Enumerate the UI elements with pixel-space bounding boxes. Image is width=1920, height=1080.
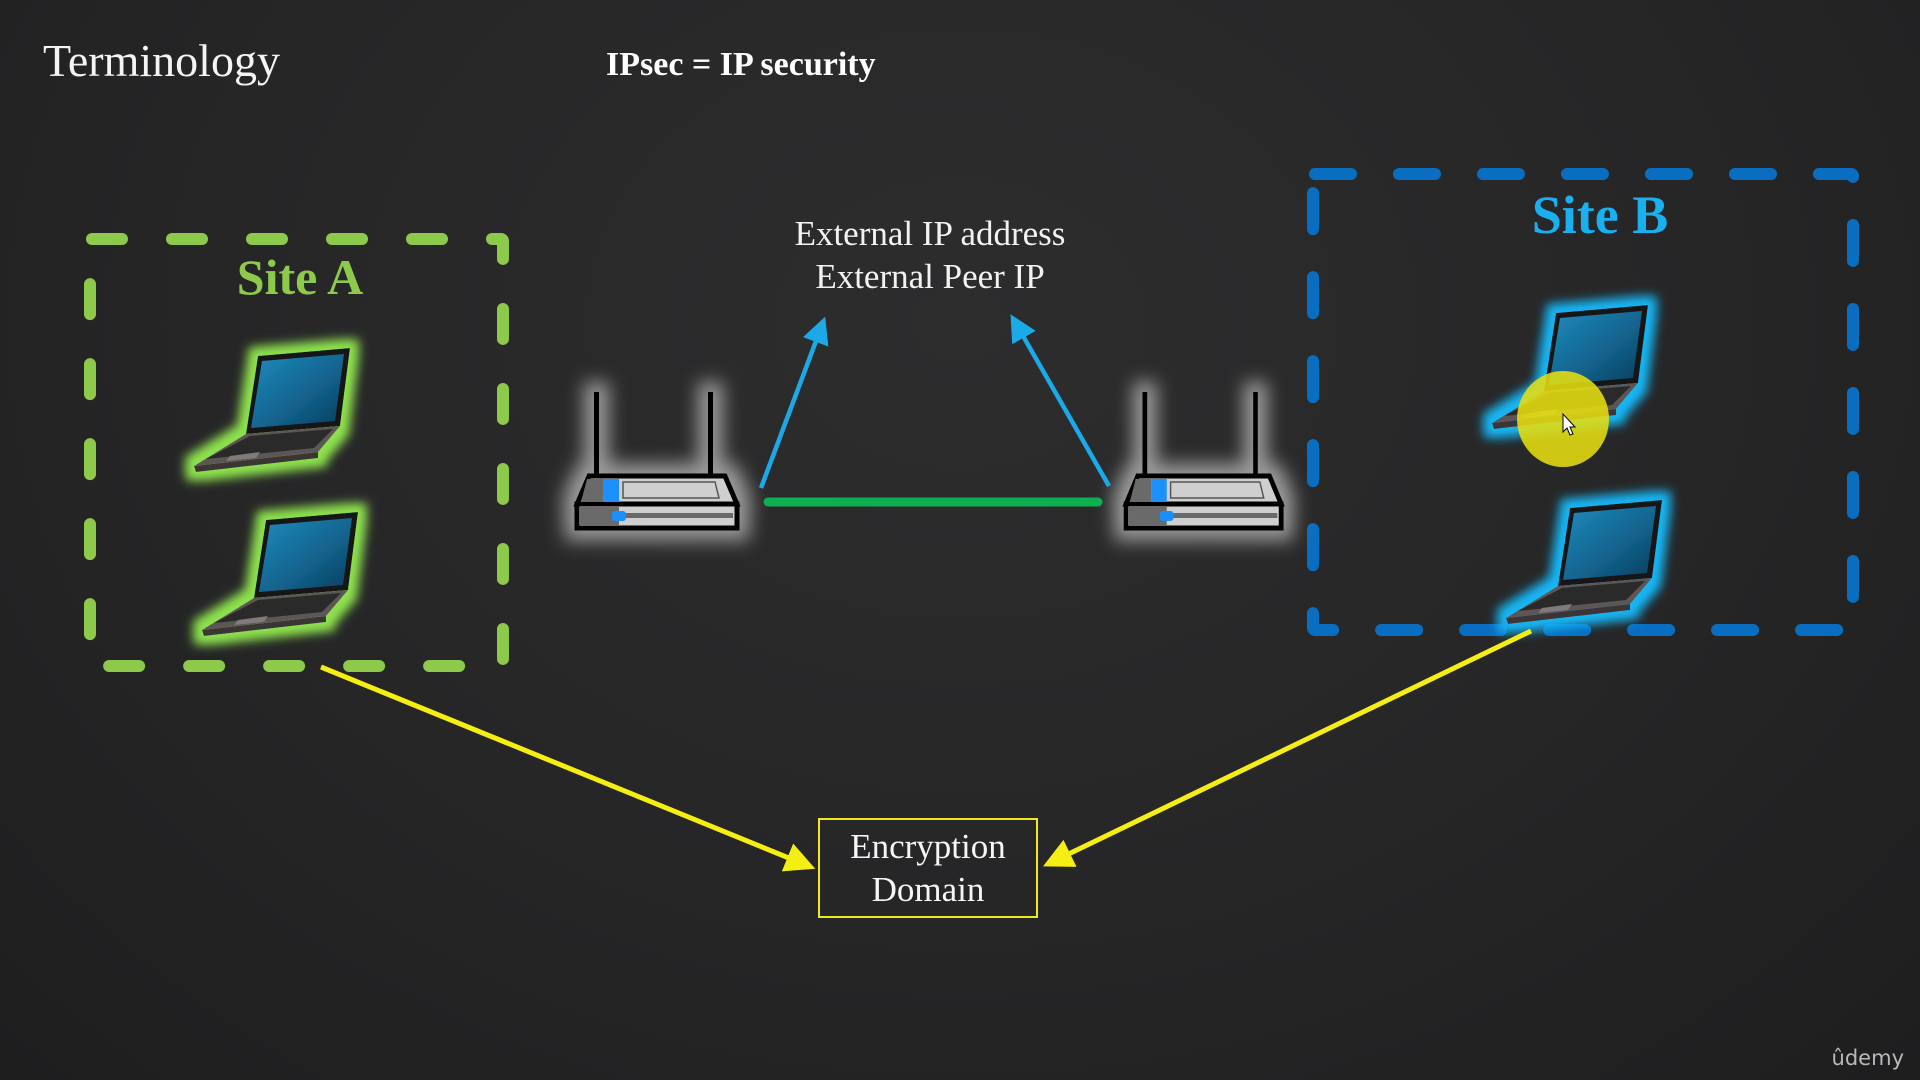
mouse-cursor-icon (1562, 412, 1577, 436)
external-ip-label: External IP address External Peer IP (720, 212, 1140, 298)
encryption-domain-arrow-right (1042, 628, 1533, 867)
laptop-icon[interactable] (202, 512, 358, 636)
router-icon-site-b[interactable] (1126, 392, 1281, 528)
slide-title: Terminology (43, 35, 280, 86)
site-b-label: Site B (1531, 185, 1669, 245)
site-a-label: Site A (236, 249, 364, 305)
encryption-domain-line1: Encryption (850, 827, 1006, 866)
external-ip-label-line1: External IP address (794, 214, 1066, 253)
external-ip-arrow-right (1010, 314, 1111, 488)
router-icon-site-a[interactable] (577, 392, 737, 528)
external-ip-label-line2: External Peer IP (815, 257, 1045, 296)
slide-subtitle: IPsec = IP security (606, 46, 876, 83)
site-b-boundary (1307, 168, 1859, 636)
udemy-watermark: ûdemy (1831, 1046, 1904, 1070)
external-ip-arrow-left (758, 316, 829, 489)
encryption-domain-arrow-left (320, 664, 816, 872)
site-a-boundary (84, 233, 509, 672)
encryption-domain-line2: Domain (871, 870, 985, 909)
laptop-icon[interactable] (1506, 500, 1662, 624)
laptop-icon[interactable] (194, 348, 350, 472)
encryption-domain-box: Encryption Domain (818, 818, 1038, 918)
